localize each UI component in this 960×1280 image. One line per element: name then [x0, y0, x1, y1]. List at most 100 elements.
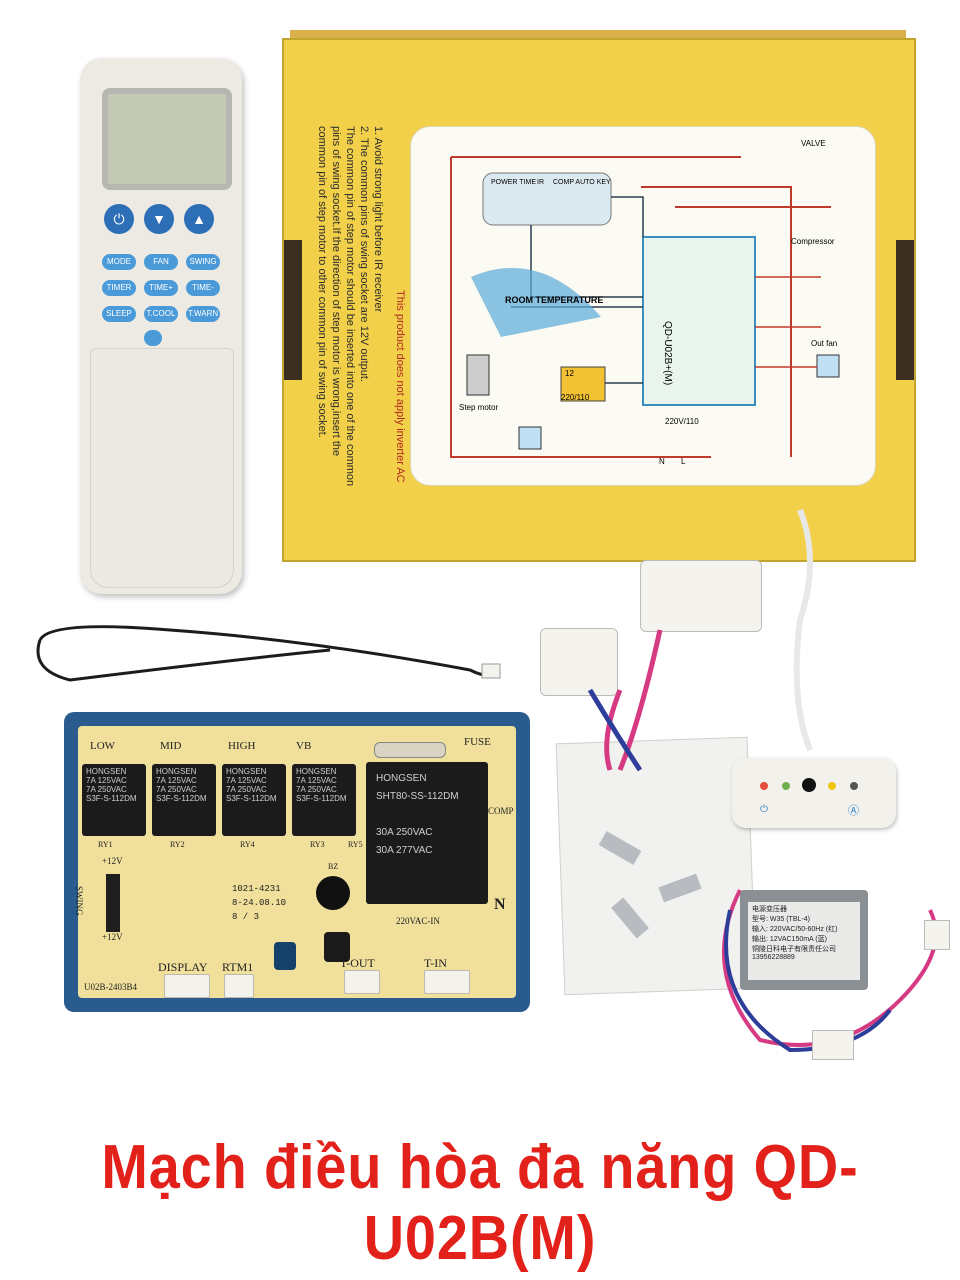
remote-button-sleep: SLEEP [102, 306, 136, 322]
relay-ry2-line1: 7A 125VAC [156, 776, 197, 785]
transformer-title: 电源变压器 [752, 906, 787, 913]
relay-ry5-model: SHT80-SS-112DM [376, 791, 459, 802]
remote-button-tcool: T.COOL [144, 306, 178, 322]
relay-ry4-brand: HONGSEN [226, 767, 267, 776]
relay-ry2-line2: 7A 250VAC [156, 785, 197, 794]
remote-button-mode: MODE [102, 254, 136, 270]
relay-ry3-line1: 7A 125VAC [296, 776, 337, 785]
tin-connector [424, 970, 470, 994]
power-transformer: 电源变压器 型号: W35 (TBL-4) 输入: 220VAC/50-60Hz… [740, 890, 868, 990]
box-note-1: 1. Avoid strong light before IR receiver [372, 126, 384, 313]
temp-down-icon: ▼ [144, 204, 174, 234]
pcb-label-ry5: RY5 [348, 840, 363, 849]
led-dark-icon [850, 782, 858, 790]
ir-receiver-icon [802, 778, 816, 792]
transformer-input: 输入: 220VAC/50-60Hz (红) [752, 926, 838, 933]
transformer-input-connector [924, 920, 950, 950]
diagram-n: N [659, 457, 665, 466]
relay-ry3-brand: HONGSEN [296, 767, 337, 776]
pcb-label-swing: SWING [74, 886, 84, 916]
pcb-date-code-2: 8-24.08.10 [232, 898, 287, 908]
diagram-display-keys: COMP AUTO KEY [553, 179, 611, 186]
pcb-label-voltage: 220VAC-IN [396, 916, 440, 926]
relay-ry4-line1: 7A 125VAC [226, 776, 267, 785]
temperature-sensor-cable [36, 625, 501, 682]
relay-ry1-model: S3F-S-112DM [86, 794, 137, 803]
transformer-output: 输出: 12VAC150mA (蓝) [752, 936, 827, 943]
relay-ry4-model: S3F-S-112DM [226, 794, 277, 803]
pcb-label-mid: MID [160, 740, 182, 752]
pcb-label-n: N [494, 896, 506, 913]
pcb-label-12v-bottom: +12V [102, 932, 123, 942]
remote-battery-door [90, 348, 234, 588]
relay-ry1-brand: HONGSEN [86, 767, 127, 776]
pcb-label-display: DISPLAY [158, 960, 208, 974]
power-symbol-icon: ⏻ [760, 804, 768, 815]
board-drawing [642, 236, 756, 406]
step-motor-drawing [466, 354, 490, 396]
diagram-board-label: QD-U02B+(M) [662, 321, 673, 386]
temp-up-icon: ▲ [184, 204, 214, 234]
diagram-compressor: Compressor [791, 237, 835, 246]
out-fan-drawing [816, 354, 840, 378]
diagram-out-fan: Out fan [811, 339, 838, 348]
pcb-label-vb: VB [296, 740, 312, 752]
pcb-label-tin: T-IN [424, 956, 447, 970]
pcb-label-ry3: RY3 [310, 840, 325, 849]
relay-ry4-line2: 7A 250VAC [226, 785, 267, 794]
relay-ry2-model: S3F-S-112DM [156, 794, 207, 803]
relay-ry5-brand: HONGSEN [376, 773, 427, 784]
diagram-display-ir: IR [537, 179, 544, 186]
transformer-label: 电源变压器 型号: W35 (TBL-4) 输入: 220VAC/50-60Hz… [748, 902, 860, 980]
diagram-transformer-top: 12 [565, 369, 574, 378]
relay-ry1-line1: 7A 125VAC [86, 776, 127, 785]
remote-button-fan: FAN [144, 254, 178, 270]
box-handle-left [284, 240, 302, 380]
power-icon: ⏻ [104, 204, 134, 234]
transformer-output-connector [812, 1030, 854, 1060]
power-connector-plug [640, 560, 762, 632]
swing-header [106, 874, 120, 932]
remote-lcd [102, 88, 232, 190]
remote-button-swing: SWING [186, 254, 220, 270]
fuse [374, 742, 446, 758]
capacitor-1 [274, 942, 296, 970]
diagram-valve: VALVE [801, 139, 826, 148]
display-cable [793, 508, 813, 752]
remote-button-timer: TIMER [102, 280, 136, 296]
pcb-label-ry2: RY2 [170, 840, 185, 849]
relay-ry5-compressor: HONGSEN SHT80-SS-112DM 30A 250VAC 30A 27… [366, 762, 488, 904]
remote-control: ⏻ ▼ ▲ MODE FAN SWING TIMER TIME+ TIME- S… [80, 58, 242, 594]
relay-ry3-model: S3F-S-112DM [296, 794, 347, 803]
rtm1-connector [224, 974, 254, 998]
pcb-label-tout: T-OUT [340, 956, 375, 970]
diagram-room-temperature: ROOM TEMPERATURE [505, 295, 604, 305]
remote-button-twarn: T.WARN [186, 306, 220, 322]
display-receiver-module: ⏻ Ⓐ [732, 758, 896, 828]
pcb-label-low: LOW [90, 740, 116, 752]
led-green-icon [782, 782, 790, 790]
box-note-5: common pin of step motor to other common… [316, 126, 328, 438]
led-yellow-icon [828, 782, 836, 790]
wiring-diagram: POWER TIME IR COMP AUTO KEY ROOM TEMPERA… [410, 126, 876, 486]
pcb-label-bz: BZ [328, 862, 339, 871]
auto-symbol-icon: Ⓐ [848, 805, 859, 817]
diagram-transformer-bottom: 220/110 [561, 393, 590, 402]
relay-ry2-brand: HONGSEN [156, 767, 197, 776]
led-red-icon [760, 782, 768, 790]
tout-connector [344, 970, 380, 994]
box-note-4: pins of swing socket.If the direction of… [330, 126, 342, 457]
pcb-label-12v-top: +12V [102, 856, 123, 866]
relay-ry3-line2: 7A 250VAC [296, 785, 337, 794]
pcb-label-comp: COMP [488, 806, 514, 816]
pcb-date-code-3: 8 / 3 [232, 912, 260, 922]
small-connector-plug [540, 628, 618, 696]
relay-ry1-line2: 7A 250VAC [86, 785, 127, 794]
remote-button-extra [144, 330, 162, 346]
pcb-label-ry1: RY1 [98, 840, 113, 849]
remote-button-time-minus: TIME- [186, 280, 220, 296]
